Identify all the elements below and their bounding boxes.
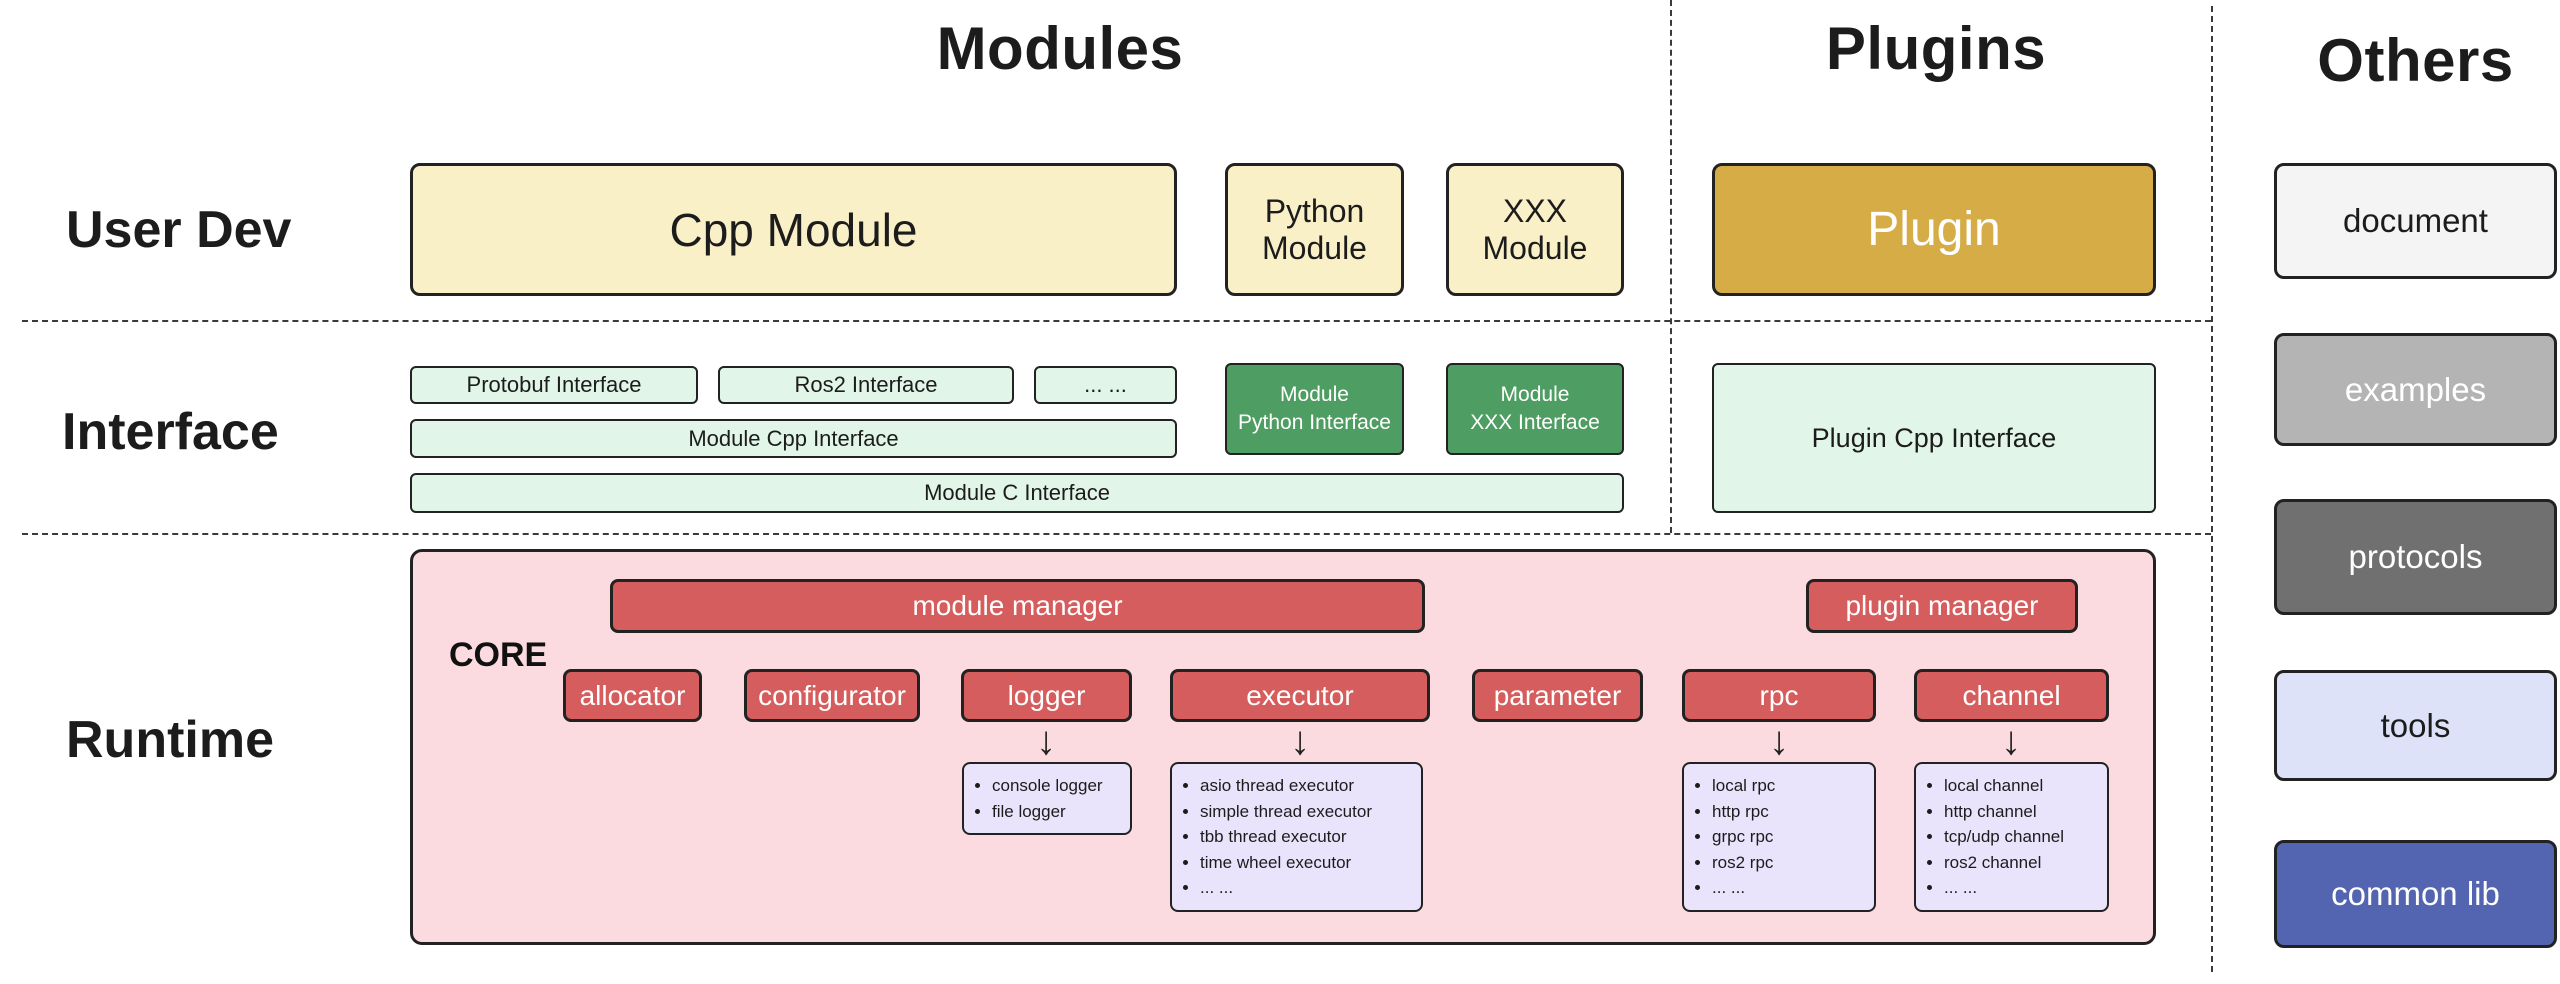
others-tools-box: tools xyxy=(2274,670,2557,781)
executor-detail-list: asio thread executor simple thread execu… xyxy=(1170,762,1423,912)
allocator-box: allocator xyxy=(563,669,702,722)
list-item: asio thread executor xyxy=(1200,773,1413,799)
parameter-box: parameter xyxy=(1472,669,1643,722)
protobuf-interface-box: Protobuf Interface xyxy=(410,366,698,404)
list-item: http channel xyxy=(1944,799,2099,825)
arrow-down-icon: ↓ xyxy=(2001,719,2021,763)
module-c-interface-box: Module C Interface xyxy=(410,473,1624,513)
logger-box: logger xyxy=(961,669,1132,722)
list-item: http rpc xyxy=(1712,799,1866,825)
list-item: tbb thread executor xyxy=(1200,824,1413,850)
column-title-modules: Modules xyxy=(936,15,1184,82)
list-item: grpc rpc xyxy=(1712,824,1866,850)
divider-userdev-interface xyxy=(22,320,2211,322)
interface-ellipsis-box: ... ... xyxy=(1034,366,1177,404)
module-cpp-interface-box: Module Cpp Interface xyxy=(410,419,1177,458)
channel-box: channel xyxy=(1914,669,2109,722)
core-label: CORE xyxy=(449,636,548,674)
plugin-cpp-interface-box: Plugin Cpp Interface xyxy=(1712,363,2156,513)
divider-interface-runtime xyxy=(22,533,2211,535)
plugin-box: Plugin xyxy=(1712,163,2156,296)
configurator-box: configurator xyxy=(744,669,920,722)
list-item: ros2 rpc xyxy=(1712,850,1866,876)
list-item: tcp/udp channel xyxy=(1944,824,2099,850)
others-common-lib-box: common lib xyxy=(2274,840,2557,948)
row-label-runtime: Runtime xyxy=(66,711,274,769)
module-python-interface-line1: Module xyxy=(1280,382,1349,406)
list-item: ... ... xyxy=(1944,875,2099,901)
list-item: simple thread executor xyxy=(1200,799,1413,825)
module-xxx-interface-line1: Module xyxy=(1500,382,1570,406)
divider-modules-plugins xyxy=(1670,0,1672,533)
module-xxx-interface-box: Module XXX Interface xyxy=(1446,363,1624,455)
channel-detail-list: local channel http channel tcp/udp chann… xyxy=(1914,762,2109,912)
rpc-detail-list: local rpc http rpc grpc rpc ros2 rpc ...… xyxy=(1682,762,1876,912)
list-item: file logger xyxy=(992,799,1122,825)
executor-box: executor xyxy=(1170,669,1430,722)
cpp-module-box: Cpp Module xyxy=(410,163,1177,296)
list-item: time wheel executor xyxy=(1200,850,1413,876)
list-item: local rpc xyxy=(1712,773,1866,799)
module-xxx-interface-line2: XXX Interface xyxy=(1470,411,1600,434)
arrow-down-icon: ↓ xyxy=(1290,719,1310,763)
row-label-user-dev: User Dev xyxy=(66,201,292,259)
rpc-box: rpc xyxy=(1682,669,1876,722)
arrow-down-icon: ↓ xyxy=(1769,719,1789,763)
list-item: ros2 channel xyxy=(1944,850,2099,876)
arrow-down-icon: ↓ xyxy=(1036,719,1056,763)
others-protocols-box: protocols xyxy=(2274,499,2557,615)
list-item: ... ... xyxy=(1200,875,1413,901)
divider-plugins-others xyxy=(2211,6,2213,972)
column-title-others: Others xyxy=(2317,27,2514,94)
module-manager-box: module manager xyxy=(610,579,1425,633)
list-item: ... ... xyxy=(1712,875,1866,901)
list-item: local channel xyxy=(1944,773,2099,799)
plugin-manager-box: plugin manager xyxy=(1806,579,2078,633)
row-label-interface: Interface xyxy=(62,403,279,461)
module-python-interface-box: Module Python Interface xyxy=(1225,363,1404,455)
ros2-interface-box: Ros2 Interface xyxy=(718,366,1014,404)
column-title-plugins: Plugins xyxy=(1825,15,2047,82)
list-item: console logger xyxy=(992,773,1122,799)
others-examples-box: examples xyxy=(2274,333,2557,446)
xxx-module-box: XXX Module xyxy=(1446,163,1624,296)
module-python-interface-line2: Python Interface xyxy=(1238,411,1391,434)
others-document-box: document xyxy=(2274,163,2557,279)
python-module-box: Python Module xyxy=(1225,163,1404,296)
logger-detail-list: console logger file logger xyxy=(962,762,1132,835)
